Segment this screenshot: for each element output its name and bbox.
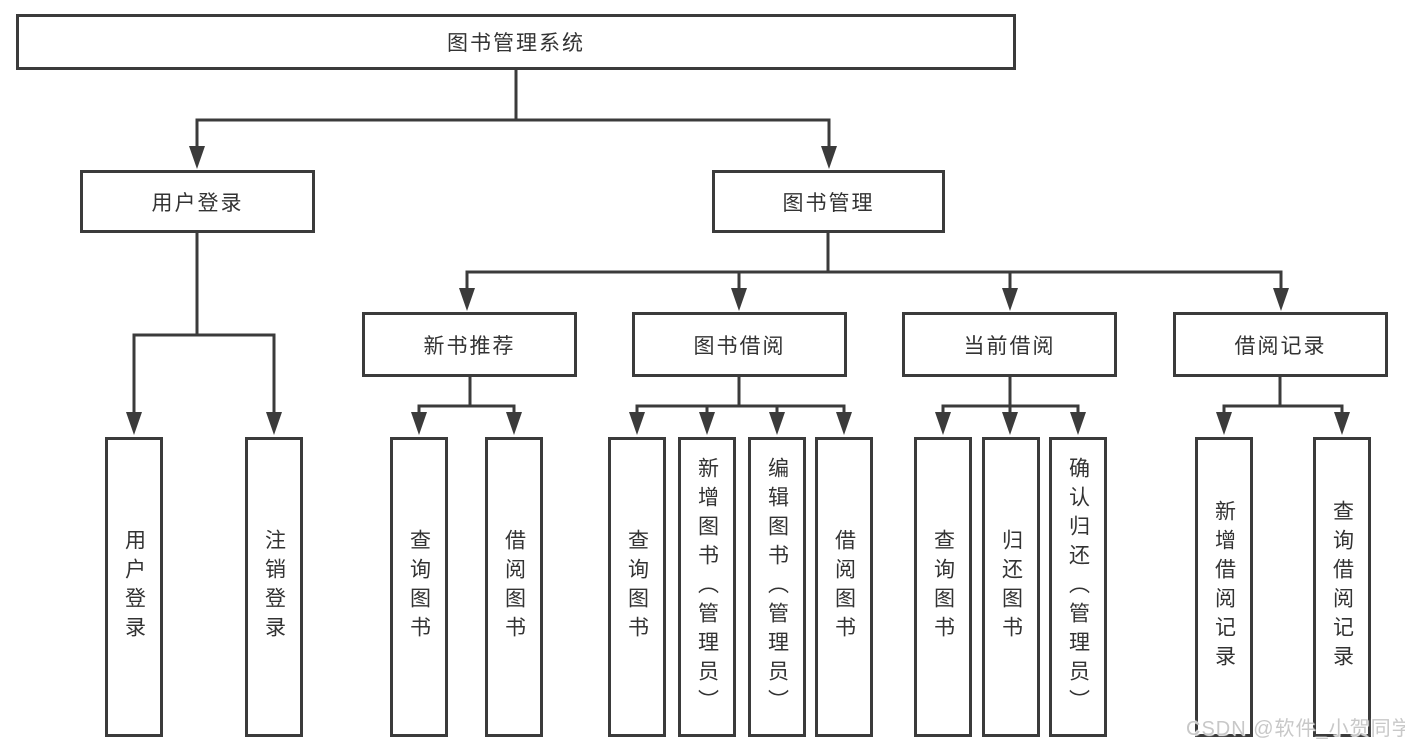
node-new-book-recommend-label: 新书推荐 <box>423 334 516 358</box>
leaf-query-books-borrow: 查询图书 <box>608 437 666 737</box>
node-user-login-label: 用户登录 <box>151 191 244 215</box>
leaf-return-books-label: 归还图书 <box>999 529 1023 645</box>
node-book-borrow-label: 图书借阅 <box>693 334 786 358</box>
node-borrow-records: 借阅记录 <box>1173 312 1388 377</box>
leaf-return-books: 归还图书 <box>982 437 1040 737</box>
arrowheads-level3 <box>459 288 1289 311</box>
node-book-borrow: 图书借阅 <box>632 312 847 377</box>
leaf-user-login-label: 用户登录 <box>122 529 146 645</box>
arrowheads-book-borrow-leaves <box>629 412 852 435</box>
leaf-query-books-recommend-label: 查询图书 <box>407 529 431 645</box>
leaf-edit-books-admin-label: 编辑图书（管理员） <box>765 456 789 718</box>
node-new-book-recommend: 新书推荐 <box>362 312 577 377</box>
arrowheads-current-borrow-leaves <box>935 412 1086 435</box>
leaf-confirm-return-admin: 确认归还（管理员） <box>1049 437 1107 737</box>
leaf-add-borrow-record-label: 新增借阅记录 <box>1212 500 1236 674</box>
node-root: 图书管理系统 <box>16 14 1016 70</box>
node-root-label: 图书管理系统 <box>447 32 585 55</box>
node-book-management: 图书管理 <box>712 170 945 233</box>
leaf-query-books-current: 查询图书 <box>914 437 972 737</box>
leaf-query-borrow-record-label: 查询借阅记录 <box>1330 500 1354 674</box>
leaf-edit-books-admin: 编辑图书（管理员） <box>748 437 806 737</box>
leaf-add-borrow-record: 新增借阅记录 <box>1195 437 1253 737</box>
arrowheads-borrow-records-leaves <box>1216 412 1350 435</box>
node-user-login: 用户登录 <box>80 170 315 233</box>
leaf-query-books-current-label: 查询图书 <box>931 529 955 645</box>
csdn-watermark: CSDN @软件_小贺同学 <box>1186 718 1405 740</box>
connector-new-book-recommend-to-leaves <box>417 377 516 414</box>
connector-root-to-level2 <box>195 70 831 150</box>
leaf-borrow-books-recommend: 借阅图书 <box>485 437 543 737</box>
leaf-query-books-recommend: 查询图书 <box>390 437 448 737</box>
node-current-borrow-label: 当前借阅 <box>963 334 1056 358</box>
node-book-management-label: 图书管理 <box>782 191 875 215</box>
leaf-borrow-books-label: 借阅图书 <box>832 529 856 645</box>
node-current-borrow: 当前借阅 <box>902 312 1117 377</box>
connector-book-borrow-to-leaves <box>635 377 846 414</box>
arrowheads-level2 <box>189 146 837 169</box>
leaf-query-books-borrow-label: 查询图书 <box>625 529 649 645</box>
leaf-borrow-books: 借阅图书 <box>815 437 873 737</box>
leaf-add-books-admin: 新增图书（管理员） <box>678 437 736 737</box>
connector-user-login-to-leaves <box>132 233 276 414</box>
leaf-user-login: 用户登录 <box>105 437 163 737</box>
connector-borrow-records-to-leaves <box>1222 377 1344 414</box>
leaf-borrow-books-recommend-label: 借阅图书 <box>502 529 526 645</box>
connector-current-borrow-to-leaves <box>941 377 1080 414</box>
leaf-query-borrow-record: 查询借阅记录 <box>1313 437 1371 737</box>
leaf-add-books-admin-label: 新增图书（管理员） <box>695 456 719 718</box>
leaf-logout-label: 注销登录 <box>262 529 286 645</box>
arrowheads-user-login-leaves <box>126 412 282 435</box>
node-borrow-records-label: 借阅记录 <box>1234 334 1327 358</box>
leaf-confirm-return-admin-label: 确认归还（管理员） <box>1066 456 1090 718</box>
leaf-logout: 注销登录 <box>245 437 303 737</box>
arrowheads-new-book-recommend-leaves <box>411 412 522 435</box>
connector-book-management-to-level3 <box>465 233 1283 290</box>
